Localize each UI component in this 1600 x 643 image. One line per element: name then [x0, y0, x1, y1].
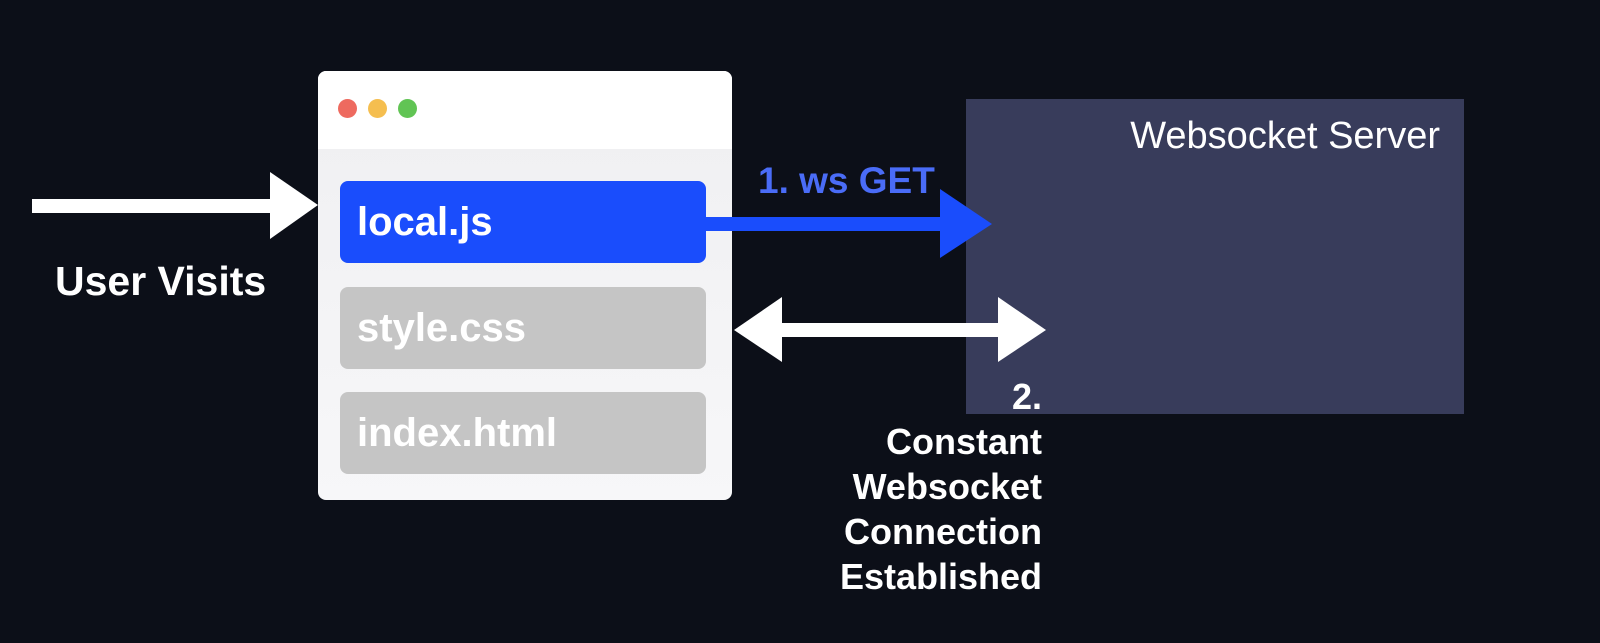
connection-label-line: Connection	[844, 511, 1042, 552]
connection-label-line: Websocket	[852, 466, 1042, 507]
server-title: Websocket Server	[1130, 115, 1440, 157]
maximize-dot-icon	[398, 99, 417, 118]
browser-window: local.js style.css index.html	[318, 71, 732, 500]
file-style-css: style.css	[340, 287, 706, 369]
connection-label-line: Constant	[886, 421, 1042, 462]
websocket-server-box: Websocket Server	[966, 99, 1464, 414]
file-label: index.html	[357, 410, 558, 455]
file-local-js: local.js	[340, 181, 706, 263]
browser-title-bar	[318, 71, 732, 149]
websocket-connection-arrow	[734, 297, 1046, 362]
user-visits-label: User Visits	[55, 258, 267, 304]
file-label: style.css	[357, 305, 527, 350]
connection-label-line: Established	[839, 556, 1042, 597]
ws-get-arrow	[706, 189, 992, 258]
ws-get-label: 1. ws GET	[758, 160, 935, 201]
connection-label-line: 2.	[1011, 376, 1042, 417]
minimize-dot-icon	[368, 99, 387, 118]
close-dot-icon	[338, 99, 357, 118]
file-label: local.js	[357, 199, 493, 244]
user-visit-arrow	[32, 172, 318, 239]
connection-established-label: 2. Constant Websocket Connection Establi…	[770, 374, 1042, 599]
file-index-html: index.html	[340, 392, 706, 474]
